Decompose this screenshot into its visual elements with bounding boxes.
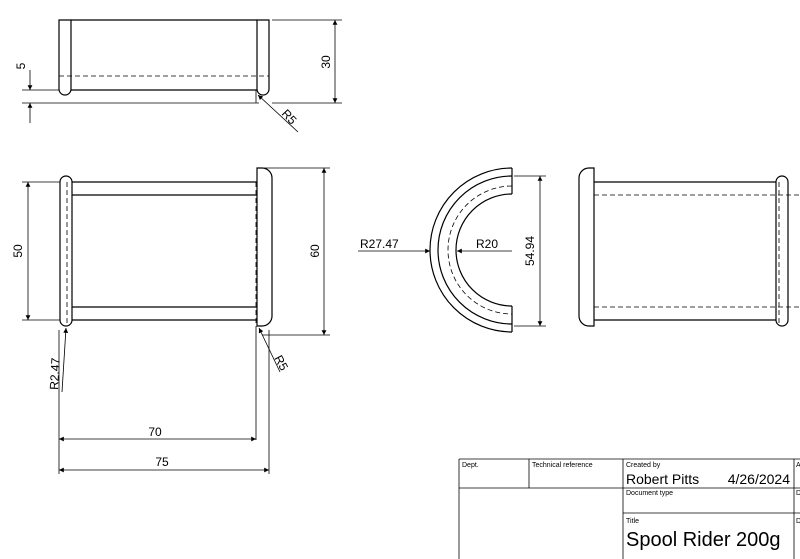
dim-54-94: 54.94 xyxy=(523,236,537,266)
doc-status-label: D xyxy=(796,490,800,497)
dim-r20: R20 xyxy=(476,237,498,251)
right-view xyxy=(578,167,800,327)
side-view: 54.94 R27.47 R20 xyxy=(358,167,546,333)
front-view: 50 60 R5 R2.47 70 75 xyxy=(11,167,330,474)
dim-r27-47: R27.47 xyxy=(360,237,399,251)
approved-label: A xyxy=(796,462,800,469)
dept-label: Dept. xyxy=(462,462,479,469)
top-view: 30 5 R5 xyxy=(14,19,342,133)
dim-r5-front: R5 xyxy=(271,353,291,373)
title-value: Spool Rider 200g xyxy=(626,529,781,551)
dim-r2-47: R2.47 xyxy=(47,357,63,390)
created-by-label: Created by xyxy=(626,462,661,469)
dim-60: 60 xyxy=(308,244,322,258)
title-block: Dept. Technical reference Created by Rob… xyxy=(458,458,800,559)
tech-ref-label: Technical reference xyxy=(532,462,593,469)
dim-5: 5 xyxy=(14,62,28,69)
dwg-label: D xyxy=(796,518,800,525)
dim-50: 50 xyxy=(11,244,25,258)
dim-30: 30 xyxy=(319,55,333,69)
created-by-value: Robert Pitts xyxy=(626,471,699,487)
doc-type-label: Document type xyxy=(626,490,673,497)
dim-75: 75 xyxy=(155,455,169,469)
dim-70: 70 xyxy=(148,425,162,439)
title-label: Title xyxy=(626,518,639,525)
date-value: 4/26/2024 xyxy=(728,471,790,487)
dim-r5-top: R5 xyxy=(279,106,300,127)
